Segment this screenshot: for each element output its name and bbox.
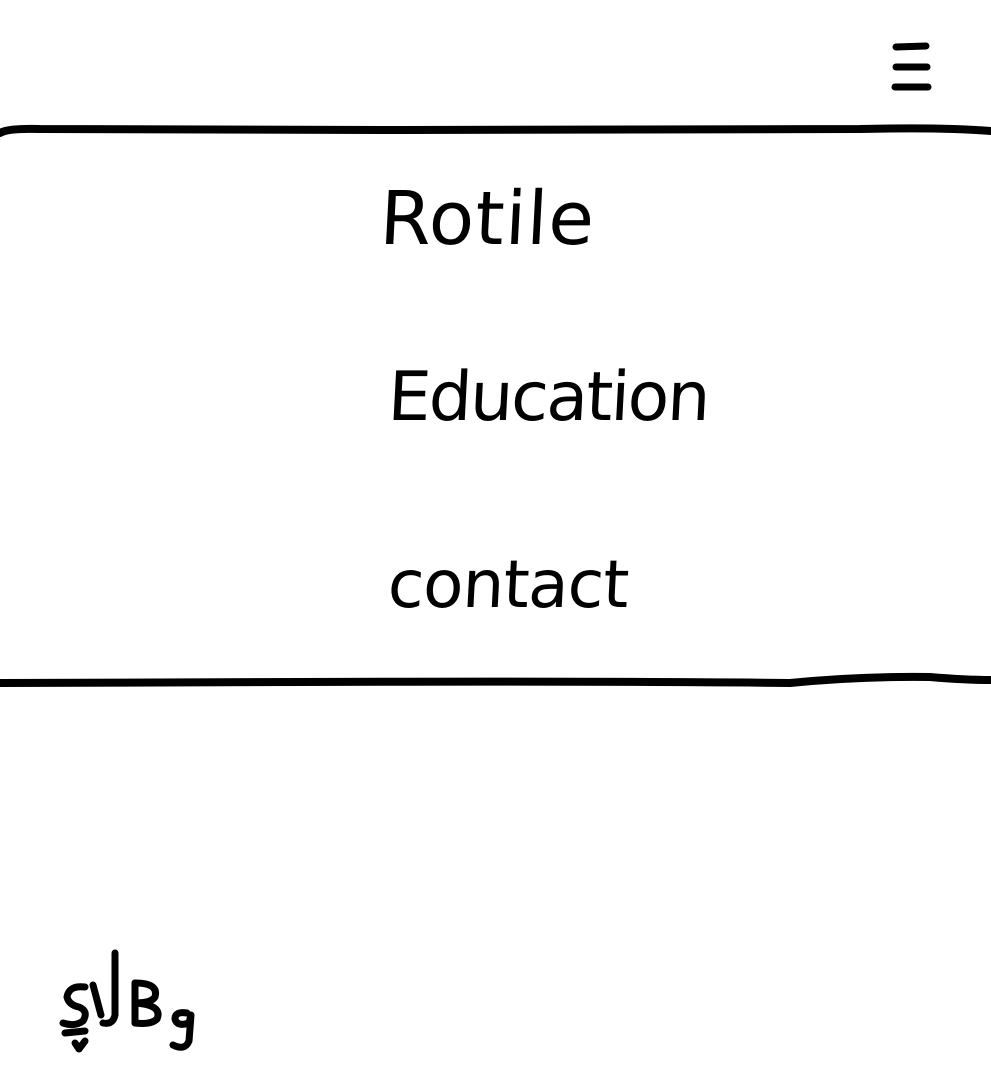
hamburger-menu-button[interactable]	[876, 30, 946, 110]
hamburger-menu-icon	[891, 42, 932, 91]
nav-item-contact[interactable]: contact	[386, 546, 631, 623]
nav-menu-panel: Rotile Education contact	[0, 132, 991, 680]
footer-signature	[55, 945, 205, 1060]
handwritten-signature-mark	[59, 949, 195, 1053]
nav-item-profile[interactable]: Rotile	[377, 176, 598, 262]
nav-item-education[interactable]: Education	[385, 358, 711, 437]
